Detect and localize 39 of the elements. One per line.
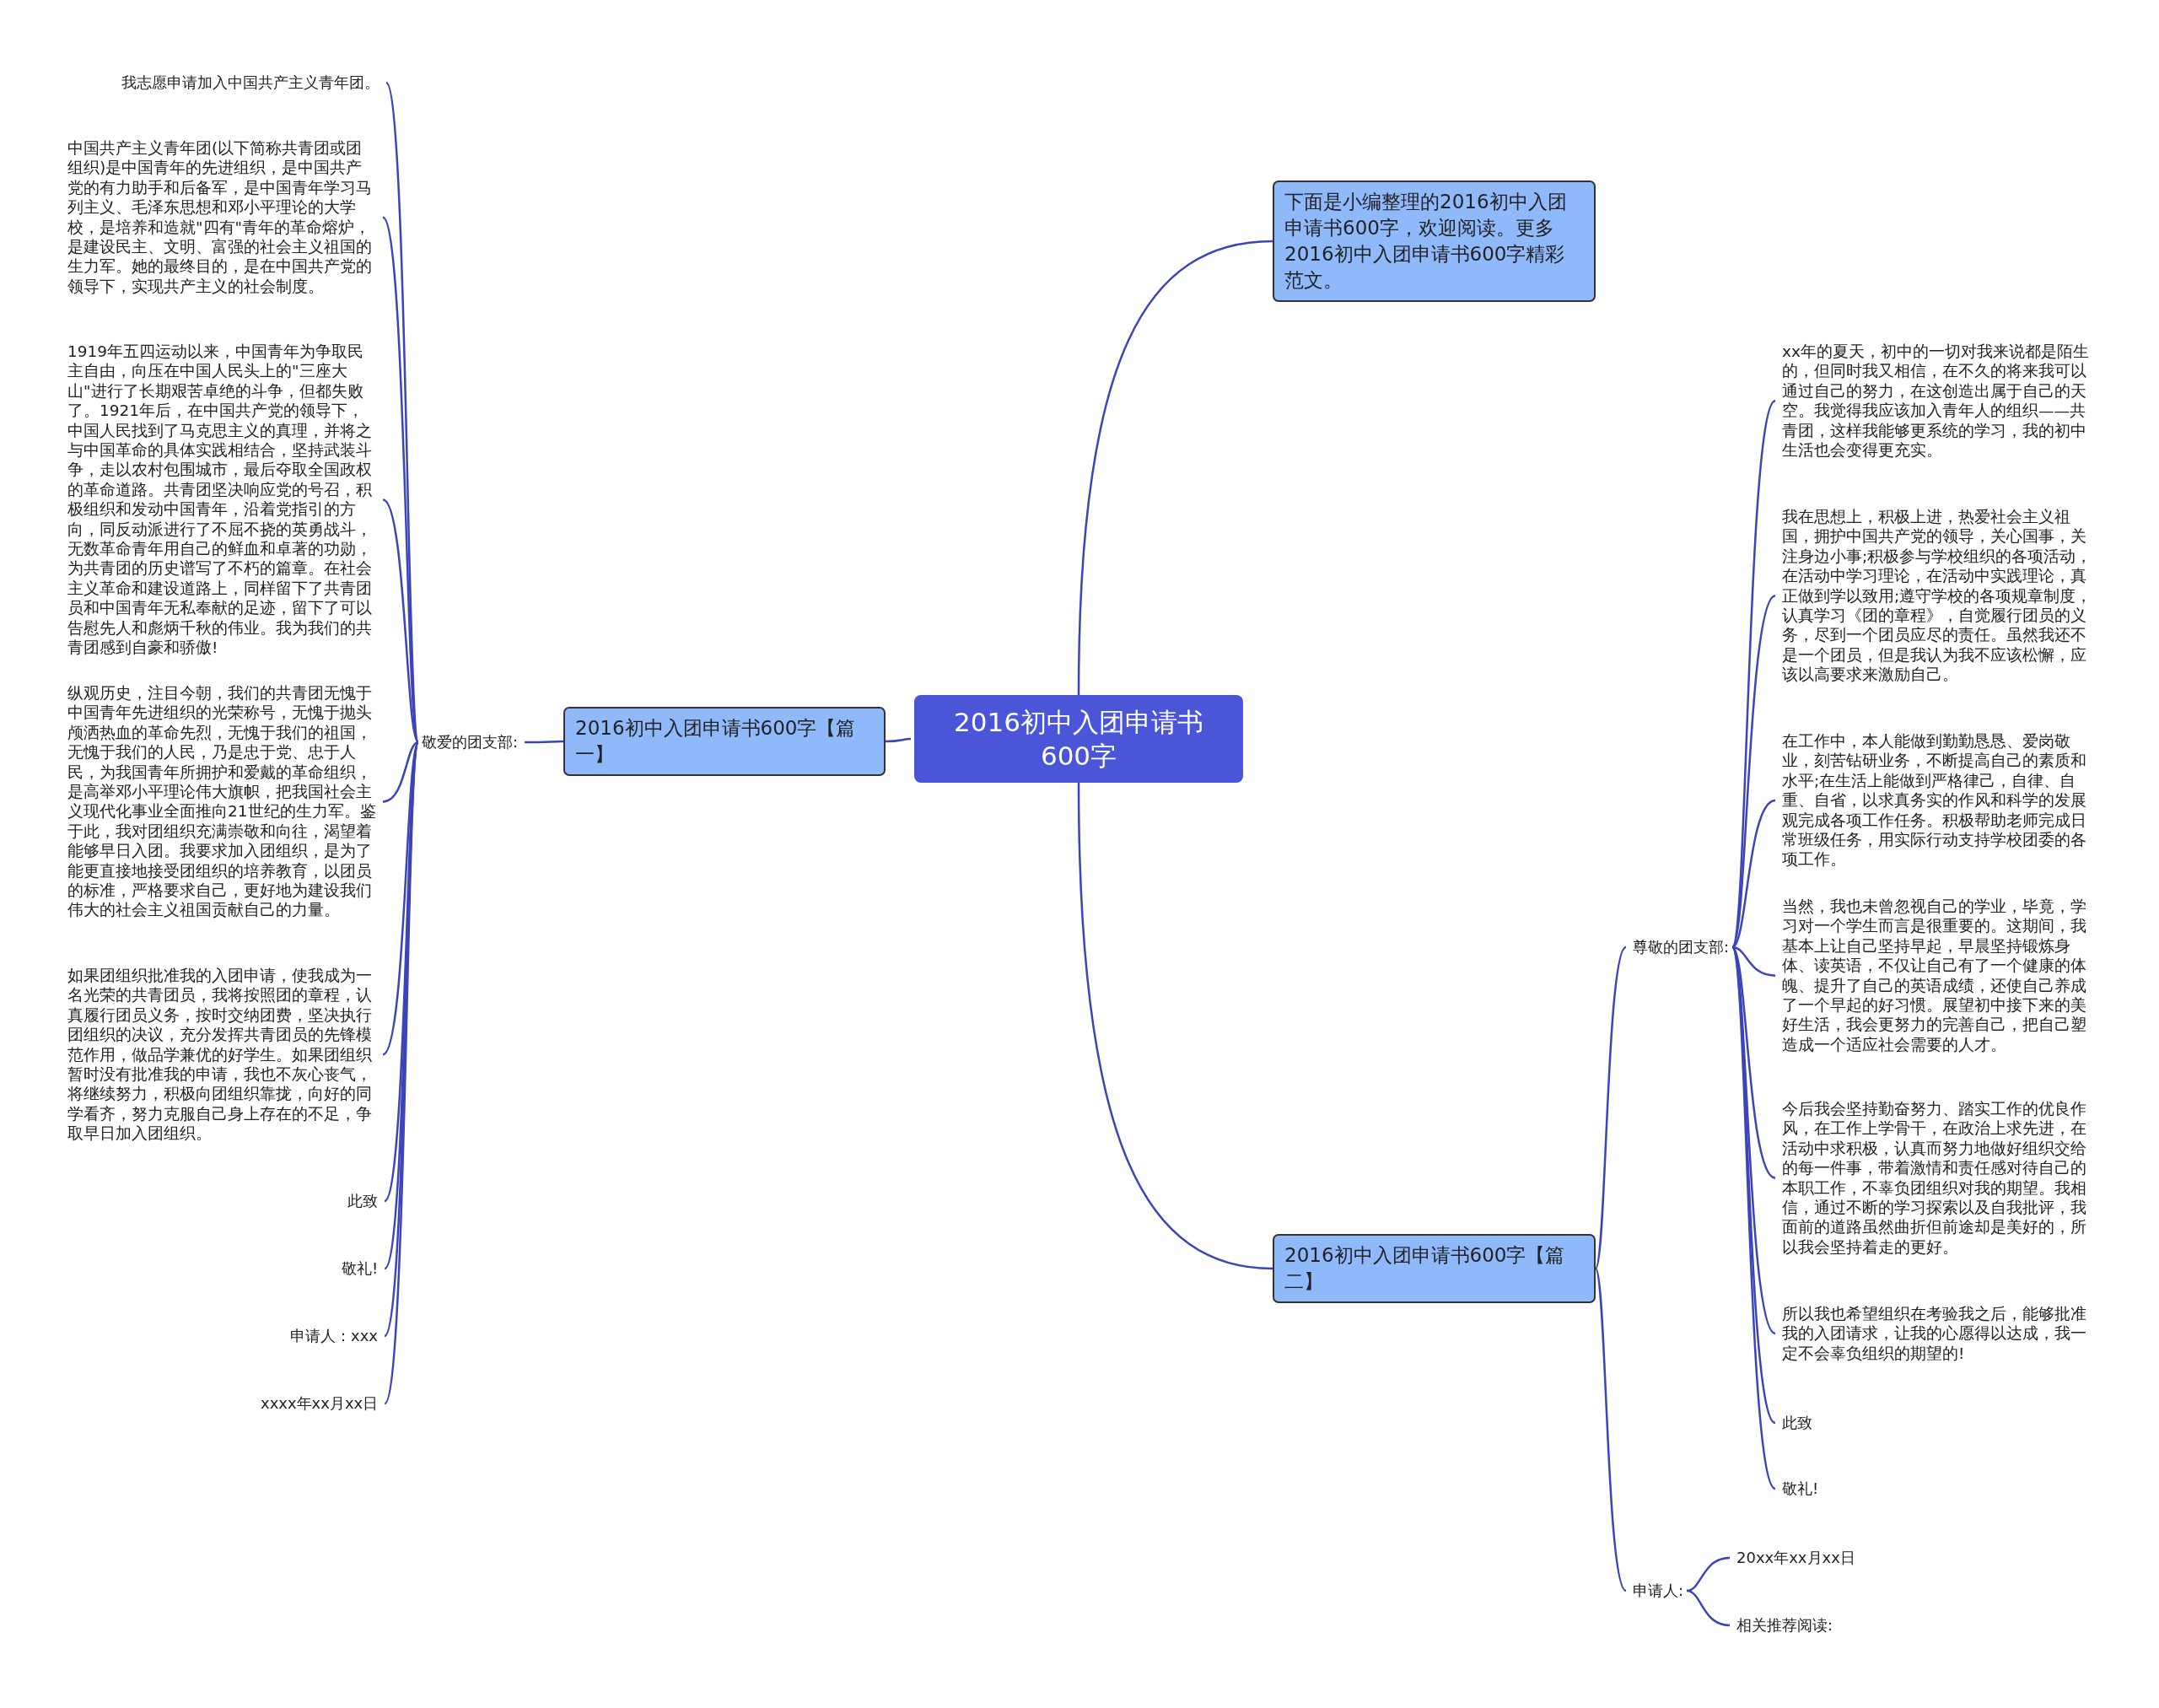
paragraph: 纵观历史，注目今朝，我们的共青团无愧于中国青年先进组织的光荣称号，无愧于抛头颅洒热血的革命先烈，无愧于我们的祖国，无愧于我们的人民，乃是忠于党、忠于人民，为我国青年所拥护和爱戴的革命组织，是高举邓小平理论伟大旗帜，把我国社会主义现代化事业全面推向21世纪的生力军。鉴于此，我对团组织充满崇敬和向往，渴望着能够早日入团。我要求加入团组织，是为了能更直接地接受团组织的培养教育，以团员的标准，严格要求自己，更好地为建设我们伟大的社会主义祖国贡献自己的力量。: [67, 683, 376, 920]
connector: [1077, 240, 1273, 696]
connector: [1731, 946, 1776, 1334]
paragraph: 今后我会坚持勤奋努力、踏实工作的优良作风，在工作上学骨干，在政治上求先进，在活动中求积极，认真而努力地做好组织交给的每一件事，带着激情和责任感对待自己的本职工作，不辜负团组织对我的期望。我相信，通过不断的学习探索以及自我批评，我面前的道路虽然曲折但前途却是美好的，所以我会坚持着走的更好。: [1782, 1099, 2092, 1258]
branch-label: 20xx年xx月xx日: [1736, 1548, 1855, 1568]
paragraph: 中国共产主义青年团(以下简称共青团或团组织)是中国青年的先进组织，是中国共产党的有力助手和后备军，是中国青年学习马列主义、毛泽东思想和邓小平理论的大学校，是培养和造就"四有"青年的革命熔炉，是建设民主、文明、富强的社会主义祖国的生力军。她的最终目的，是在中国共产党的领导下，实现共产主义的社会制度。: [67, 138, 376, 297]
branch-label: 我志愿申请加入中国共产主义青年团。: [121, 73, 380, 93]
branch-label: 敬礼!: [342, 1258, 379, 1279]
connector: [1731, 595, 1776, 948]
paragraph: 1919年五四运动以来，中国青年为争取民主自由，向压在中国人民头上的"三座大山"进行了长期艰苦卓绝的斗争，但都失败了。1921年后，在中国共产党的领导下，中国人民找到了马克思主义的真理，并将之与中国革命的具体实践相结合，坚持武装斗争，走以农村包围城市，最后夺取全国政权的革命道路。共青团坚决响应党的号召，积极组织和发动中国青年，沿着党指引的方向，同反动派进行了不屈不挠的英勇战斗，无数革命青年用自己的鲜血和卓著的功勋，为共青团的历史谱写了不朽的篇章。在社会主义革命和建设道路上，同样留下了共青团员和中国青年无私奉献的足迹，留下了可以告慰先人和彪炳千秋的伟业。我为我们的共青团感到自豪和骄傲!: [67, 342, 376, 658]
branch-label: xxxx年xx月xx日: [261, 1393, 379, 1414]
topic-box: 下面是小编整理的2016初中入团申请书600字，欢迎阅读。更多2016初中入团申请书600字精彩范文。: [1273, 180, 1596, 302]
branch-label: 此致: [347, 1191, 378, 1211]
connector: [382, 741, 419, 803]
branch-label: 敬礼!: [1782, 1479, 1819, 1499]
branch-label: 相关推荐阅读:: [1736, 1615, 1833, 1635]
connector: [1077, 782, 1273, 1270]
paragraph: 我在思想上，积极上进，热爱社会主义祖国，拥护中国共产党的领导，关心国事，关注身边小事;积极参与学校组织的各项活动，在活动中学习理论，在活动中实践理论，真正做到学以致用;遵守学校的各项规章制度，认真学习《团的章程》，自觉履行团员的义务，尽到一个团员应尽的责任。虽然我还不是一个团员，但是我认为我不应该松懈，应该以高要求来激励自己。: [1782, 507, 2092, 685]
paragraph: 当然，我也未曾忽视自己的学业，毕竟，学习对一个学生而言是很重要的。这期间，我基本上让自己坚持早起，早晨坚持锻炼身体、读英语，不仅让自己有了一个健康的体魄、提升了自己的英语成绩，还使自己养成了一个早起的好习惯。展望初中接下来的美好生活，我会更努力的完善自己，把自己塑造成一个适应社会需要的人才。: [1782, 897, 2092, 1055]
topic-box: 2016初中入团申请书600字【篇二】: [1273, 1234, 1596, 1303]
connector: [1594, 946, 1627, 1269]
branch-label: 敬爱的团支部:: [422, 732, 519, 752]
branch-label: 申请人:: [1633, 1581, 1684, 1601]
central-topic-box: 2016初中入团申请书600字: [914, 695, 1243, 783]
connector: [1686, 1589, 1731, 1627]
paragraph: 在工作中，本人能做到勤勤恳恳、爱岗敬业，刻苦钻研业务，不断提高自己的素质和水平;在生活上能做到严格律己，自律、自重、自省，以求真务实的作风和科学的发展观完成各项工作任务。积极帮助老师完成日常班级任务，用实际行动支持学校团委的各项工作。: [1782, 731, 2092, 870]
connector: [1731, 799, 1776, 948]
paragraph: 如果团组织批准我的入团申请，使我成为一名光荣的共青团员，我将按照团的章程，认真履行团员义务，按时交纳团费，坚决执行团组织的决议，充分发挥共青团员的先锋模范作用，做品学兼优的好学生。如果团组织暂时没有批准我的申请，我也不灰心丧气，将继续努力，积极向团组织靠拢，向好的同学看齐，努力克服自己身上存在的不足，争取早日加入团组织。: [67, 966, 376, 1144]
connector: [1686, 1556, 1731, 1592]
branch-label: 尊敬的团支部:: [1633, 937, 1730, 957]
paragraph: 所以我也希望组织在考验我之后，能够批准我的入团请求，让我的心愿得以达成，我一定不会辜负组织的期望的!: [1782, 1304, 2092, 1364]
paragraph: xx年的夏天，初中的一切对我来说都是陌生的，但同时我又相信，在不久的将来我可以通过自己的努力，在这创造出属于自己的天空。我觉得我应该加入青年人的组织——共青团，这样我能够更系统的学习，我的初中生活也会变得更充实。: [1782, 342, 2092, 461]
connector: [1594, 1268, 1627, 1592]
connector: [525, 740, 563, 744]
connector: [886, 737, 912, 743]
branch-label: 此致: [1782, 1413, 1812, 1433]
branch-label: 申请人：xxx: [290, 1326, 378, 1346]
topic-box: 2016初中入团申请书600字【篇一】: [563, 707, 886, 776]
connector: [1731, 946, 1776, 977]
